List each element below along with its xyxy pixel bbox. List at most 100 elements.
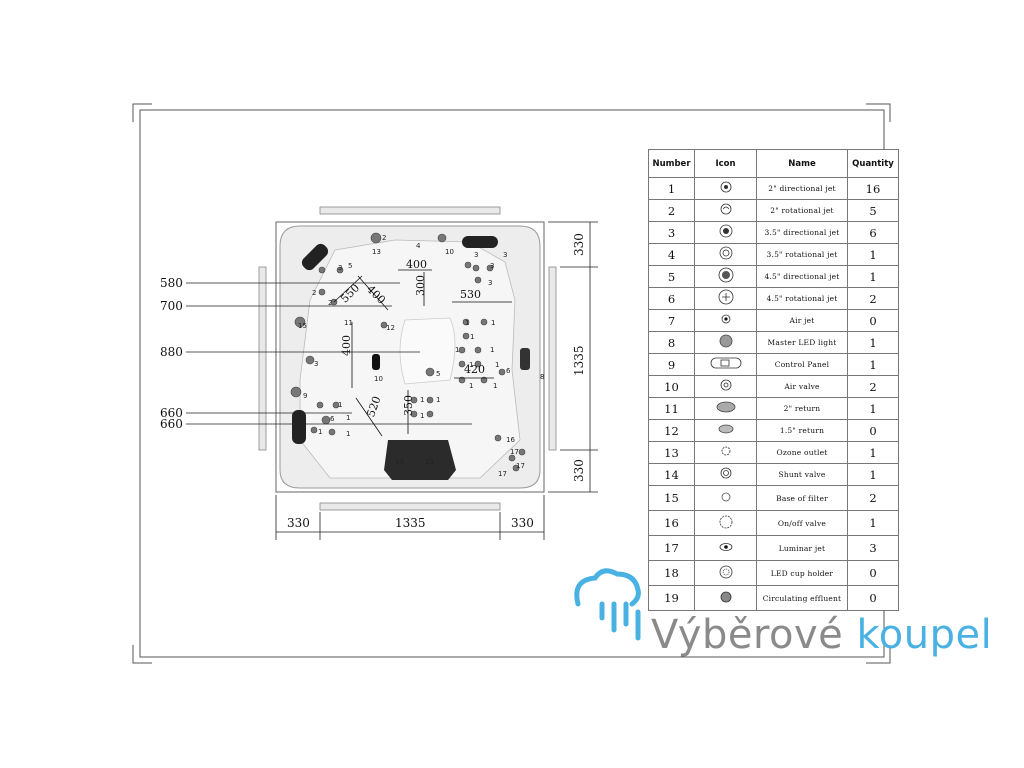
right-dim-center: 1335 [572, 345, 586, 376]
jet-label: 10 [374, 375, 383, 383]
jet-label: 1 [469, 361, 473, 369]
row-name: 2" rotational jet [756, 199, 848, 222]
jet-label: 1 [346, 430, 350, 438]
left-dim-660a: 660 [160, 406, 183, 420]
row-name: On/off valve [756, 510, 848, 536]
row-number: 13 [648, 441, 695, 464]
jet-label: 8 [540, 373, 544, 381]
row-name: 3.5" rotational jet [756, 243, 848, 266]
jet-label: 1 [346, 414, 350, 422]
air-jet-icon [694, 309, 757, 332]
jet-label: 4 [416, 242, 421, 250]
jet-label: 1 [491, 319, 495, 327]
shunt-valve-icon [694, 463, 757, 486]
right-dim-top: 330 [572, 233, 586, 256]
row-name: Circulating effluent [756, 585, 848, 611]
row-number: 6 [648, 287, 695, 310]
row-quantity: 1 [847, 441, 899, 464]
row-quantity: 0 [847, 560, 899, 586]
jet-label: 1 [318, 428, 322, 436]
jet-label: 1 [420, 412, 424, 420]
bottom-dim-left: 330 [287, 516, 310, 530]
row-quantity: 0 [847, 309, 899, 332]
jet-label: 2 [382, 234, 386, 242]
bottom-dim-center: 1335 [395, 516, 426, 530]
inner-dimension-lines [333, 269, 512, 437]
jet-label: 15 [425, 458, 434, 466]
air-valve-icon [694, 375, 757, 398]
row-number: 5 [648, 265, 695, 288]
base-of-filter-icon [694, 485, 757, 511]
row-quantity: 1 [847, 353, 899, 376]
row-number: 14 [648, 463, 695, 486]
row-name: Master LED light [756, 331, 848, 354]
row-number: 9 [648, 353, 695, 376]
jet-label: 1 [490, 346, 494, 354]
jet-label: 1 [436, 396, 440, 404]
jet-label: 2 [312, 289, 316, 297]
row-quantity: 1 [847, 463, 899, 486]
inner-dimensions: 400 550 400 300 530 400 420 520 350 [338, 258, 485, 419]
left-dim-660b: 660 [160, 417, 183, 431]
row-name: Control Panel [756, 353, 848, 376]
jet-label: 14 [395, 458, 404, 466]
led-cup-holder-icon [694, 560, 757, 586]
jet-label: 3 [314, 360, 318, 368]
jet-label: 11 [344, 319, 353, 327]
row-number: 8 [648, 331, 695, 354]
jet-label: 2 [328, 299, 332, 307]
row-quantity: 1 [847, 510, 899, 536]
row-quantity: 2 [847, 375, 899, 398]
row-number: 17 [648, 535, 695, 561]
ozone-outlet-icon [694, 441, 757, 464]
circulating-effluent-icon [694, 585, 757, 611]
jet-label: 1 [470, 333, 474, 341]
jet-label: 16 [506, 436, 515, 444]
jet-label: 12 [386, 324, 395, 332]
row-name: Shunt valve [756, 463, 848, 486]
row-quantity: 3 [847, 535, 899, 561]
jet-label: 5 [348, 262, 352, 270]
row-quantity: 1 [847, 243, 899, 266]
bottom-dimension-lines [275, 495, 545, 540]
table-header-row: Number Icon Name Quantity [648, 149, 899, 178]
inner-dim-1: 400 [406, 258, 427, 271]
row-name: Luminar jet [756, 535, 848, 561]
jet-label: 3 [474, 251, 478, 259]
jet-label: 17 [516, 462, 525, 470]
row-quantity: 0 [847, 585, 899, 611]
header-number: Number [648, 149, 695, 178]
row-name: Base of filter [756, 485, 848, 511]
jet-label: 3 [338, 264, 342, 272]
left-leader-lines [186, 282, 472, 425]
inner-dim-9: 350 [402, 395, 415, 416]
row-quantity: 5 [847, 199, 899, 222]
row-number: 12 [648, 419, 695, 442]
jet-label: 13 [372, 248, 381, 256]
left-dim-880: 880 [160, 345, 183, 359]
right-dimensions: 330 1335 330 [572, 233, 586, 482]
jet-label: 10 [445, 248, 454, 256]
row-name: 4.5" directional jet [756, 265, 848, 288]
master-led-light-icon [694, 331, 757, 354]
row-quantity: 16 [847, 177, 899, 200]
brand-word-1: Výběrové [651, 612, 844, 658]
rotational-jet-2in-icon [694, 199, 757, 222]
row-number: 2 [648, 199, 695, 222]
jet-label: 3 [488, 279, 492, 287]
row-quantity: 1 [847, 331, 899, 354]
